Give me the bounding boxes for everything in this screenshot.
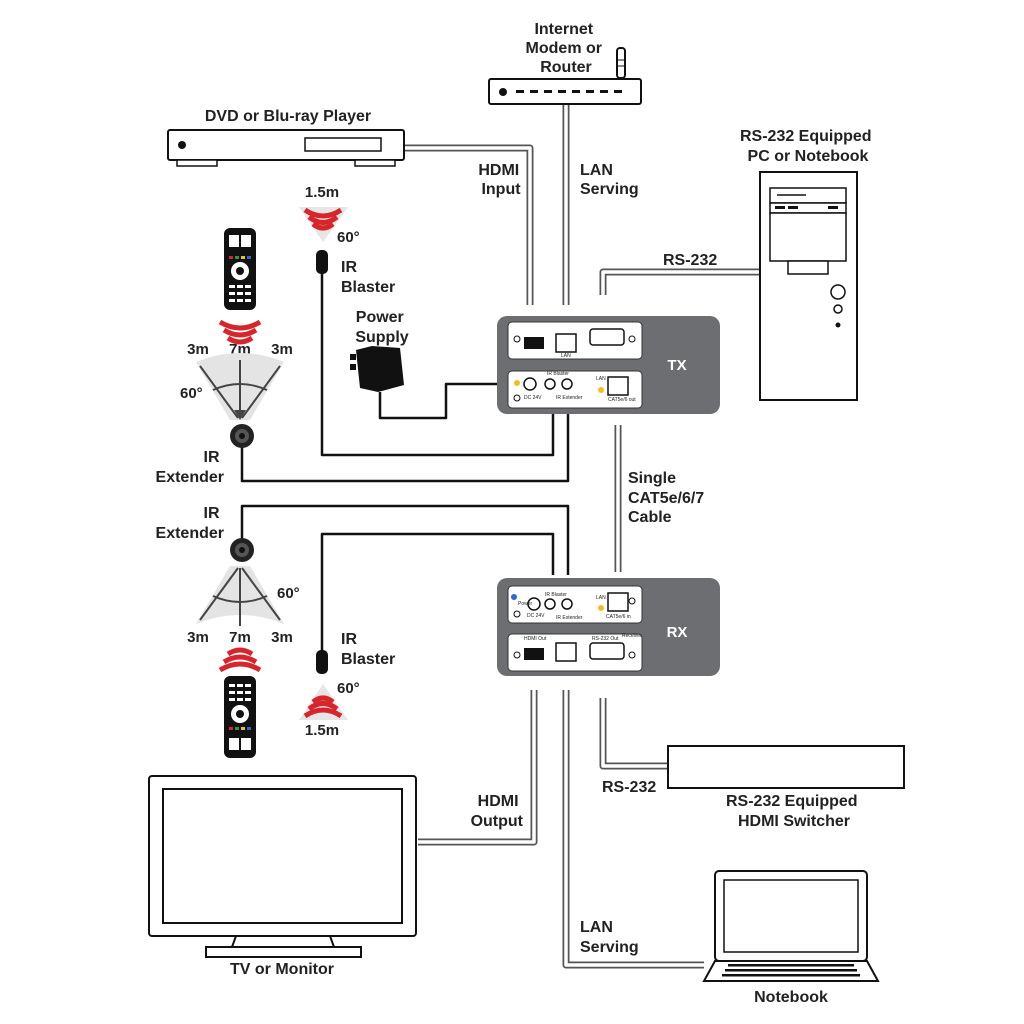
- blaster-waves-top-icon: [299, 207, 348, 242]
- tx-ir-extender-text: IR Extender: [556, 395, 583, 401]
- lan-serving-top-label: LAN Serving: [580, 162, 639, 198]
- rx-rs232-port-icon: [589, 642, 625, 660]
- ext-angle-top: 60°: [180, 385, 203, 402]
- ext-dist-bottom-center: 7m: [229, 629, 251, 646]
- tx-cat-port-icon: [607, 376, 629, 396]
- dvd-player: [167, 129, 405, 167]
- rs232-top-label: RS-232: [663, 252, 717, 269]
- tx-lan-small-text: LAN: [561, 353, 571, 359]
- blaster-range-top: 1.5m: [305, 184, 339, 201]
- wire-layer: [240, 272, 570, 655]
- hdmi-input-label: HDMI Input: [478, 162, 523, 198]
- rx-dc-text: DC 24V: [527, 613, 545, 619]
- notebook-label: Notebook: [754, 989, 828, 1006]
- ir-extender-top-wire: [240, 410, 570, 483]
- switcher-label: RS-232 Equipped HDMI Switcher: [726, 793, 862, 830]
- tx-ir-blaster-text: IR Blaster: [547, 371, 569, 377]
- notebook-computer: [702, 870, 880, 982]
- blaster-range-bottom: 1.5m: [305, 722, 339, 739]
- ir-blaster-bottom-label: IR Blaster: [341, 631, 395, 668]
- hdmi-output-label: HDMI Output: [471, 793, 524, 830]
- ir-blaster-top-label: IR Blaster: [341, 259, 395, 296]
- rs232-bottom-label: RS-232: [602, 779, 656, 796]
- blaster-angle-top: 60°: [337, 229, 360, 246]
- rs232-top-cable: [599, 268, 768, 295]
- hdmi-switcher: [667, 745, 905, 789]
- rx-ir-blaster-text: IR Blaster: [545, 592, 567, 598]
- cable-layer: [404, 104, 768, 969]
- dvd-label: DVD or Blu-ray Player: [205, 108, 371, 125]
- ir-extender-bottom-label: IR Extender: [156, 505, 224, 542]
- tx-dc-text: DC 24V: [524, 395, 542, 401]
- antenna-icon: [616, 47, 626, 79]
- ext-dist-bottom-left: 3m: [187, 629, 209, 646]
- rx-power-text: Power: [518, 601, 533, 607]
- rx-rs232-out-text: RS-232 Out: [592, 636, 619, 642]
- pc-label: RS-232 Equipped PC or Notebook: [740, 128, 876, 165]
- rx-ir-extender-text: IR Extender: [556, 615, 583, 621]
- rx-label: RX: [667, 624, 688, 641]
- ir-blaster-bottom-icon: [316, 650, 328, 674]
- rx-hdmi-port-icon: [524, 648, 544, 660]
- remote-bottom-icon: [224, 676, 256, 758]
- power-wire: [378, 382, 508, 420]
- blaster-angle-bottom: 60°: [337, 680, 360, 697]
- rx-cat-text: CAT5e/6 in: [606, 614, 631, 620]
- remote-top-icon: [224, 228, 256, 310]
- ext-coverage-bottom-icon: [196, 566, 284, 626]
- power-supply-label: Power Supply: [355, 309, 408, 346]
- power-adapter-icon: [350, 346, 404, 392]
- tx-cat-text: CAT5e/6 out: [608, 397, 636, 403]
- ir-blaster-top-wire: [320, 272, 555, 457]
- router-label: Internet Modem or Router: [526, 21, 607, 76]
- tx-lan-text: LAN: [596, 376, 606, 382]
- ir-blaster-top-icon: [316, 250, 328, 274]
- tx-unit: IR Blaster DC 24V IR Extender LAN LAN CA…: [497, 316, 720, 414]
- ir-extender-top-icon: [230, 424, 254, 448]
- pc-tower: [759, 171, 858, 401]
- rx-lan-port-icon: [555, 642, 577, 662]
- tv-monitor: [148, 775, 417, 958]
- ir-extender-bottom-icon: [230, 538, 254, 562]
- rx-lan-text: LAN: [596, 595, 606, 601]
- ext-dist-top-left: 3m: [187, 341, 209, 358]
- ext-coverage-top-icon: [196, 353, 284, 420]
- blaster-waves-bottom-icon: [299, 684, 348, 720]
- ir-waves-bottom-icon: [218, 647, 262, 673]
- ir-extender-top-label: IR Extender: [156, 449, 224, 486]
- ext-dist-bottom-right: 3m: [271, 629, 293, 646]
- cat-cable-label: Single CAT5e/6/7 Cable: [628, 470, 709, 526]
- tx-lan-port-icon: [555, 333, 577, 353]
- lan-serving-bottom-label: LAN Serving: [580, 919, 639, 956]
- router: [488, 47, 642, 105]
- rx-unit: Power IR Blaster DC 24V IR Extender LAN …: [497, 578, 720, 676]
- rx-cat-port-icon: [607, 592, 629, 612]
- tx-label: TX: [667, 357, 686, 374]
- rx-hdmi-out-text: HDMI Out: [524, 636, 547, 642]
- ext-dist-top-right: 3m: [271, 341, 293, 358]
- ir-blaster-bottom-wire: [320, 532, 555, 655]
- tx-hdmi-port-icon: [524, 337, 544, 349]
- ext-angle-bottom: 60°: [277, 585, 300, 602]
- ir-waves-top-icon: [218, 319, 262, 345]
- rs232-bottom-cable: [599, 698, 668, 770]
- tv-label: TV or Monitor: [230, 961, 334, 978]
- tx-rs232-port-icon: [589, 328, 625, 346]
- rx-receiver-text: Receiver: [622, 633, 642, 639]
- ir-extender-bottom-wire: [240, 504, 570, 575]
